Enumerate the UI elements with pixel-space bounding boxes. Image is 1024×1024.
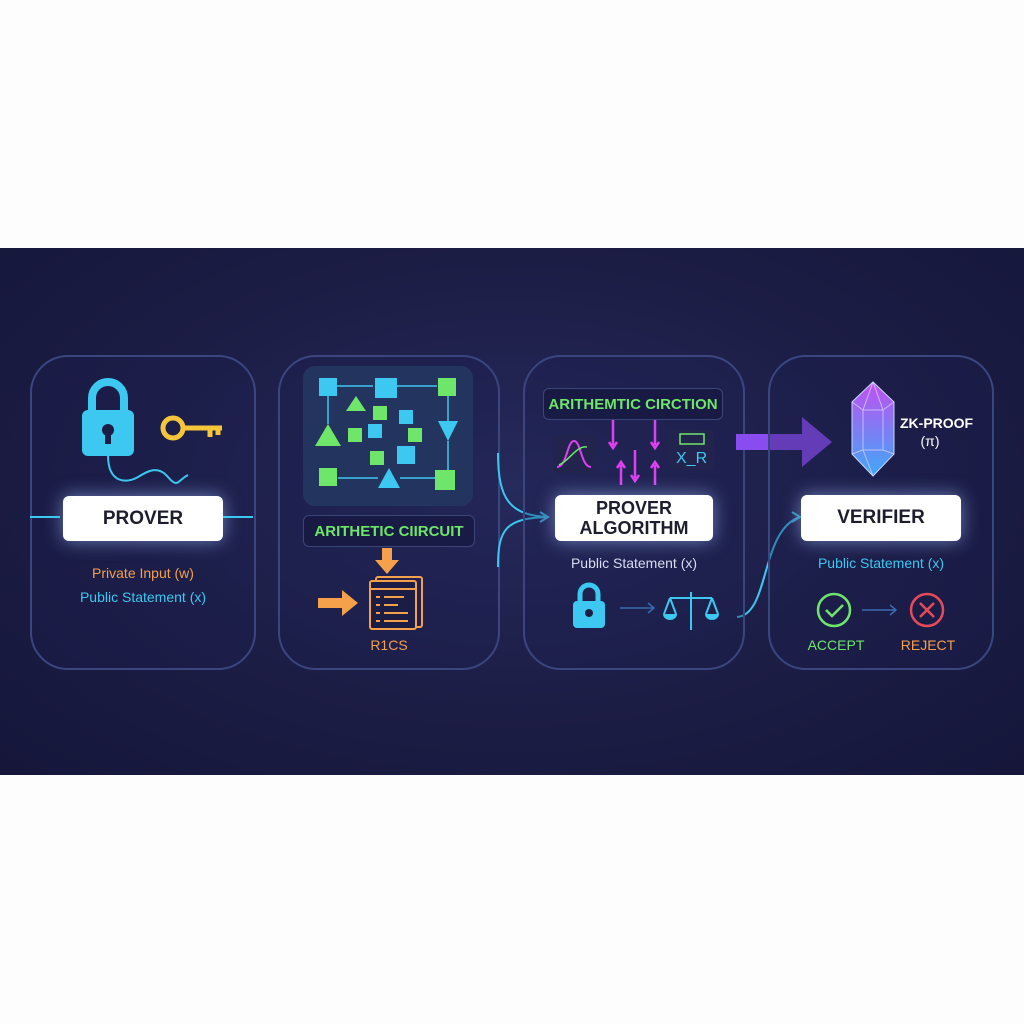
signal-arrows-icon	[607, 420, 661, 485]
label-line-1: PROVER	[595, 498, 673, 518]
arithmetic-construction-label: ARITHEMTIC CIRCTION	[543, 388, 723, 420]
public-statement-text: Public Statement (x)	[817, 555, 945, 571]
circuit-graph-icon	[303, 366, 473, 506]
key-icon	[160, 415, 222, 441]
lock-icon	[573, 582, 605, 628]
accept-check-icon	[816, 592, 852, 628]
proof-arrow-icon	[736, 417, 832, 467]
scales-icon	[663, 592, 719, 630]
public-statement-text: Public Statement (x)	[79, 589, 207, 605]
matrix-icon	[670, 430, 714, 470]
arrow-down-icon	[375, 548, 399, 574]
label-line-2: ALGORITHM	[579, 518, 689, 538]
xr-label: X_R	[676, 450, 708, 467]
reject-x-icon	[909, 592, 945, 628]
lock-icon	[82, 378, 134, 456]
crystal-proof-icon	[851, 381, 895, 477]
arrow-right-icon	[318, 590, 358, 616]
public-statement-text: Public Statement (x)	[570, 555, 698, 571]
r1cs-document-icon	[369, 576, 423, 630]
verifier-label: VERIFIER	[801, 495, 961, 541]
private-input-text: Private Input (w)	[92, 565, 194, 581]
reject-label: REJECT	[900, 637, 956, 653]
proof-symbol: (π)	[920, 433, 940, 449]
arithmetic-circuit-label: ARITHETIC CIIRCUIT	[303, 515, 475, 547]
wire-squiggle	[107, 454, 189, 484]
accept-label: ACCEPT	[807, 637, 865, 653]
r1cs-label: R1CS	[370, 637, 408, 653]
arrow-icon	[620, 602, 656, 614]
zk-proof-label: ZK-PROOF	[900, 415, 974, 431]
distribution-curve-icon	[553, 435, 595, 473]
arrow-icon	[862, 604, 898, 616]
prover-label: PROVER	[63, 496, 223, 541]
